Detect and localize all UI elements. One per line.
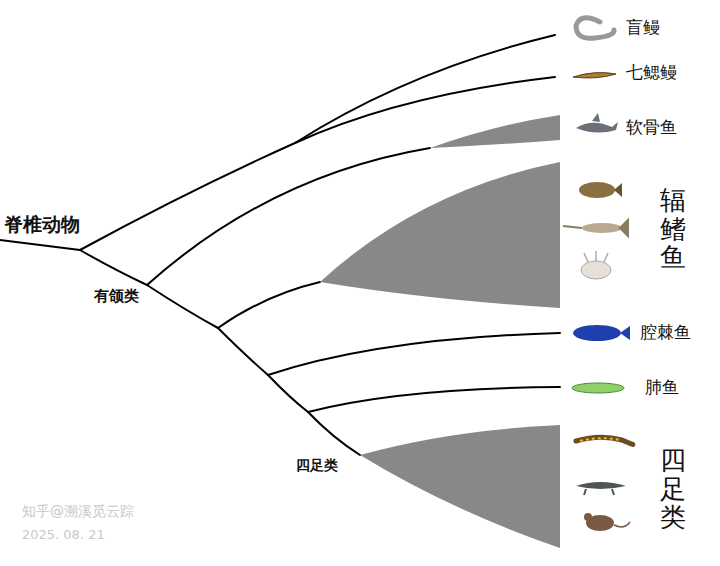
taxon-label: 软骨鱼 [626,117,677,137]
taxon-label: 四足类 [660,446,686,532]
watermark: 知乎@溯溪觅云踪 [22,503,134,520]
clade-label: 四足类 [296,457,338,474]
taxon-label: 辐鳍鱼 [660,186,686,272]
taxon-label: 七鳃鳗 [626,62,677,82]
root-label: 脊椎动物 [4,213,80,236]
animal-icons [563,18,633,531]
taxon-label: 盲鳗 [626,17,660,37]
taxon-label: 肺鱼 [645,377,679,397]
watermark-date: 2025. 08. 21 [22,527,105,543]
clade-label: 有颌类 [94,287,139,305]
taxon-label: 腔棘鱼 [640,322,691,342]
